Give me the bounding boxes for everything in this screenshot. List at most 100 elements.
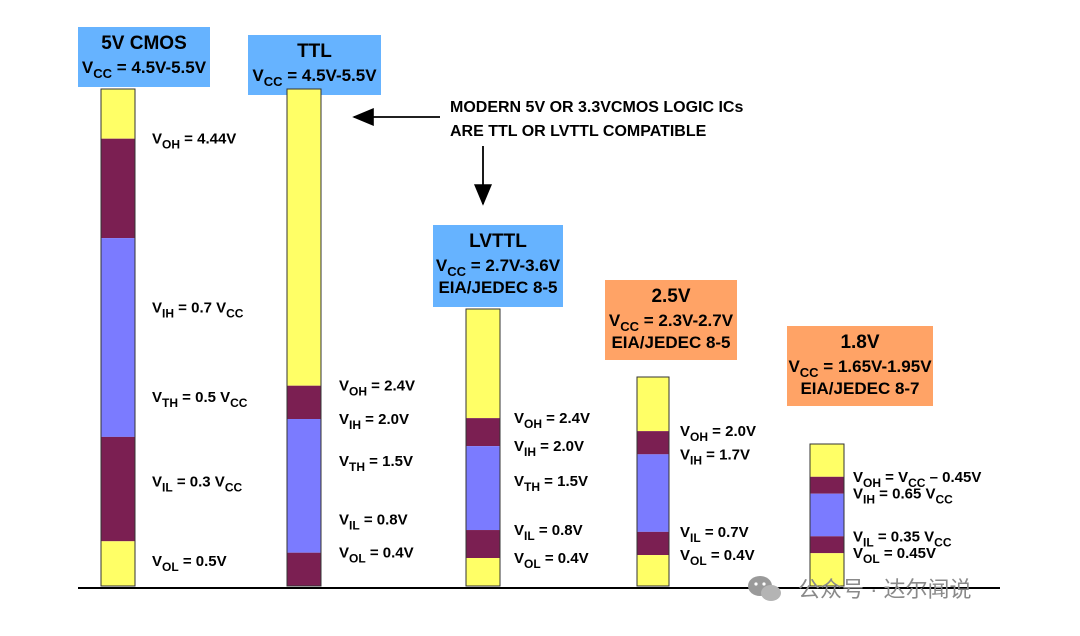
level-voh: VOH = VCC – 0.45V: [853, 469, 981, 490]
level-vil: VIL = 0.8V: [514, 522, 583, 543]
level-value: = 2.0V: [361, 411, 409, 428]
watermark-text: 公众号 · 达尔闻说: [798, 577, 972, 602]
compatibility-annotation: MODERN 5V OR 3.3VCMOS LOGIC ICs ARE TTL …: [352, 99, 743, 206]
level-vol: VOL = 0.45V: [853, 545, 936, 566]
band-transition: [101, 337, 135, 437]
level-value: = 4.44V: [180, 131, 236, 148]
level-subscript: TH: [524, 480, 540, 494]
level-subscript: OL: [863, 552, 880, 566]
vcc-subscript: CC: [620, 319, 639, 334]
vcc-symbol: V: [436, 256, 448, 275]
level-subscript: IL: [524, 529, 535, 543]
level-value: = 0.45V: [880, 545, 936, 562]
level-vth: VTH = 0.5 VCC: [152, 389, 248, 410]
band-forbidden: [466, 530, 500, 559]
level-value: = 2.0V: [536, 438, 584, 455]
level-value: = 0.3 V: [173, 474, 225, 491]
vcc-value: = 1.65V-1.95V: [819, 357, 933, 376]
level-subscript: IH: [162, 307, 174, 321]
bar-outline: [636, 376, 670, 587]
level-subscript: IL: [162, 481, 173, 495]
band-forbidden: [287, 552, 321, 586]
level-vth: VTH = 1.5V: [339, 453, 413, 474]
level-subscript: OH: [690, 430, 708, 444]
level-value: = 0.4V: [707, 547, 755, 564]
band-forbidden: [101, 436, 135, 542]
standard-label-box: [433, 225, 563, 307]
level-subscript: OL: [690, 554, 707, 568]
band-high: [466, 309, 500, 419]
standard-label-box: [605, 280, 737, 360]
level-value: = 2.0V: [708, 423, 756, 440]
band-forbidden: [637, 531, 669, 556]
standard-label-box: [248, 35, 381, 95]
level-vih: VIH = 1.7V: [680, 446, 750, 467]
level-vih: VIH = 2.0V: [339, 411, 409, 432]
band-forbidden: [810, 536, 844, 554]
level-symbol: V: [339, 545, 349, 562]
level-value: = 0.5 V: [178, 389, 230, 406]
jedec-spec: EIA/JEDEC 8-5: [438, 278, 557, 297]
band-forbidden: [101, 138, 135, 239]
level-subscript: OH: [863, 476, 881, 490]
level-subscript: CC: [935, 493, 953, 507]
band-high: [637, 555, 669, 586]
vcc-value: = 4.5V-5.5V: [283, 66, 378, 85]
level-symbol: V: [152, 553, 162, 570]
level-value: = 0.8V: [535, 522, 583, 539]
level-value: = 0.5V: [179, 553, 227, 570]
standard-title: TTL: [297, 41, 332, 62]
level-subscript: OL: [162, 560, 179, 574]
level-symbol: V: [853, 528, 863, 545]
level-value: = 0.8V: [360, 511, 408, 528]
level-symbol: V: [514, 522, 524, 539]
level-vih: VIH = 0.7 VCC: [152, 300, 244, 321]
level-vil: VIL = 0.3 VCC: [152, 474, 242, 495]
vcc-range: VCC = 1.65V-1.95V: [788, 357, 932, 380]
band-transition: [637, 454, 669, 532]
level-subscript: IH: [690, 453, 702, 467]
level-subscript: IH: [349, 418, 361, 432]
level-value: = 1.7V: [702, 446, 750, 463]
band-forbidden: [637, 431, 669, 455]
annotation-line-1: MODERN 5V OR 3.3VCMOS LOGIC ICs: [450, 99, 743, 116]
level-value: = 2.4V: [542, 410, 590, 427]
vcc-subscript: CC: [264, 74, 283, 89]
band-transition: [466, 446, 500, 531]
standard-label-box: [78, 27, 210, 87]
standard-title: 2.5V: [651, 286, 690, 307]
level-vil: VIL = 0.7V: [680, 524, 749, 545]
vcc-subscript: CC: [447, 264, 466, 279]
level-vih: VIH = 2.0V: [514, 438, 584, 459]
level-vih: VIH = 0.65 VCC: [853, 486, 953, 507]
level-symbol: V: [853, 486, 863, 503]
level-symbol: V: [514, 550, 524, 567]
level-value: = 0.7V: [701, 524, 749, 541]
level-symbol: V: [853, 469, 863, 486]
level-subscript: TH: [162, 396, 178, 410]
band-transition: [810, 493, 844, 537]
level-subscript: OH: [162, 138, 180, 152]
level-symbol: V: [152, 131, 162, 148]
level-subscript: OH: [524, 417, 542, 431]
level-value: = 0.65 V: [875, 486, 935, 503]
band-high: [287, 89, 321, 386]
bar-outline: [809, 443, 845, 587]
vcc-subscript: CC: [800, 365, 819, 380]
level-symbol: V: [680, 446, 690, 463]
level-voh: VOH = 4.44V: [152, 131, 236, 152]
band-high: [810, 553, 844, 586]
level-value: = 1.5V: [540, 473, 588, 490]
level-symbol: V: [339, 378, 349, 395]
level-value: = V: [881, 469, 908, 486]
level-value: = 1.5V: [365, 453, 413, 470]
level-subscript: TH: [349, 460, 365, 474]
bar-outline: [100, 88, 136, 587]
standard-title: 5V CMOS: [101, 33, 187, 54]
level-symbol: V: [680, 524, 690, 541]
